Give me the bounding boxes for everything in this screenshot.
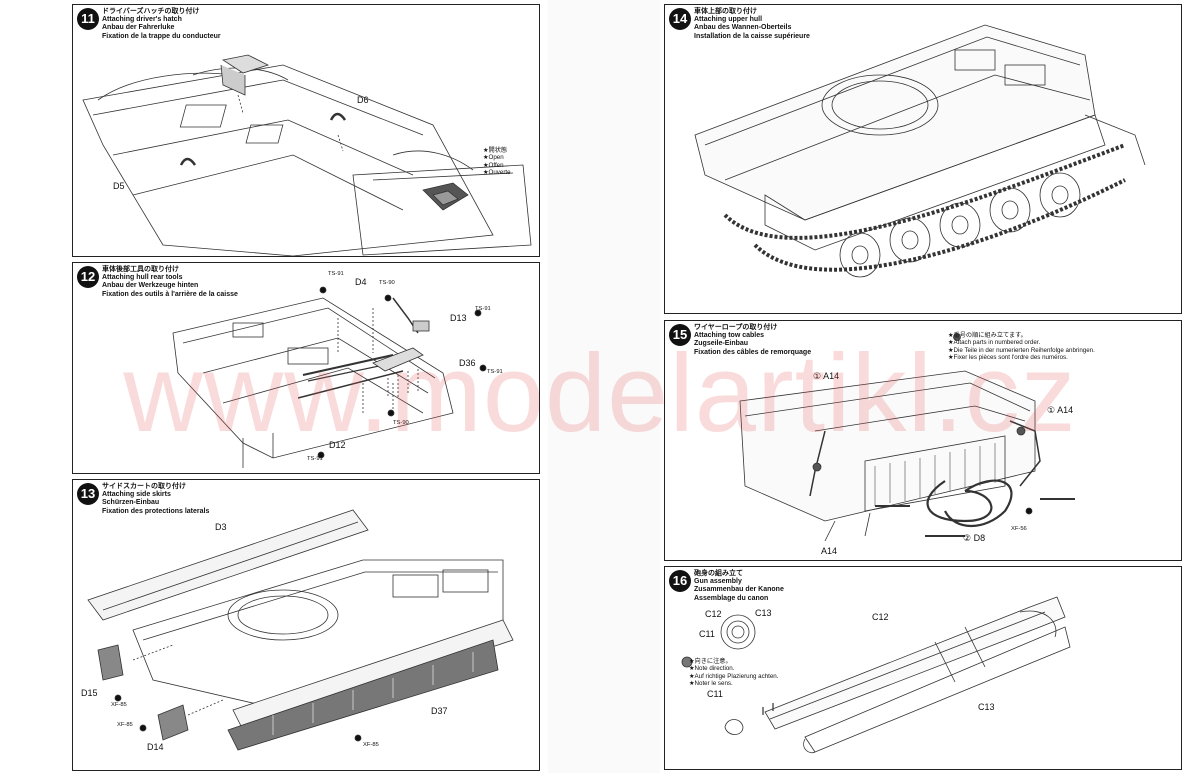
step-13-panel: 13 サイドスカートの取り付け Attaching side skirts Sc… bbox=[72, 479, 540, 771]
step-15-header: 15 ワイヤーロープの取り付け Attaching tow cables Zug… bbox=[669, 324, 811, 357]
step-number-badge: 15 bbox=[669, 324, 691, 346]
part-label-ts91-2: TS-91 bbox=[475, 306, 491, 312]
step-12-header: 12 車体後部工具の取り付け Attaching hull rear tools… bbox=[77, 266, 238, 299]
title-jp: ドライバーズハッチの取り付け bbox=[102, 8, 200, 15]
step-number-badge: 14 bbox=[669, 8, 691, 30]
step-12-hull-drawing bbox=[172, 286, 487, 468]
step-14-hull-drawing bbox=[694, 24, 1146, 278]
step-11-titles: ドライバーズハッチの取り付け Attaching driver's hatch … bbox=[102, 8, 221, 41]
title-de: Anbau des Wannen-Oberteils bbox=[694, 24, 792, 32]
part-label-d13: D13 bbox=[450, 313, 467, 323]
part-label-d36: D36 bbox=[459, 358, 476, 368]
part-label-d5: D5 bbox=[113, 181, 125, 191]
step-15-panel: 15 ワイヤーロープの取り付け Attaching tow cables Zug… bbox=[664, 320, 1182, 561]
part-label-c12-2: C12 bbox=[872, 612, 889, 622]
step-13-titles: サイドスカートの取り付け Attaching side skirts Schür… bbox=[102, 483, 209, 516]
part-label-a14-1: ① A14 bbox=[813, 371, 840, 381]
step-11-panel: 11 ドライバーズハッチの取り付け Attaching driver's hat… bbox=[72, 4, 540, 257]
step-16-titles: 砲身の組み立て Gun assembly Zusammenbau der Kan… bbox=[694, 570, 784, 603]
title-fr: Fixation des protections laterals bbox=[102, 507, 210, 515]
title-jp: 車体後部工具の取り付け bbox=[102, 266, 179, 273]
step-15-titles: ワイヤーロープの取り付け Attaching tow cables Zugsei… bbox=[694, 324, 811, 357]
part-label-d4: D4 bbox=[355, 277, 367, 287]
title-jp: 車体上部の取り付け bbox=[694, 8, 757, 15]
part-label-a14-2: ① A14 bbox=[1047, 405, 1074, 415]
part-label-ts91-3: TS-91 bbox=[487, 369, 503, 375]
title-jp: ワイヤーロープの取り付け bbox=[694, 324, 778, 331]
title-en: Gun assembly bbox=[694, 578, 742, 586]
title-jp: サイドスカートの取り付け bbox=[102, 483, 186, 490]
step-number-badge: 13 bbox=[77, 483, 99, 505]
step-14-titles: 車体上部の取り付け Attaching upper hull Anbau des… bbox=[694, 8, 810, 41]
title-jp: 砲身の組み立て bbox=[694, 570, 743, 577]
title-en: Attaching tow cables bbox=[694, 332, 765, 340]
step-12-titles: 車体後部工具の取り付け Attaching hull rear tools An… bbox=[102, 266, 238, 299]
title-en: Attaching upper hull bbox=[694, 16, 763, 24]
title-fr: Fixation de la trappe du conducteur bbox=[102, 32, 221, 40]
title-fr: Fixation des outils à l'arrière de la ca… bbox=[102, 290, 238, 298]
step-14-header: 14 車体上部の取り付け Attaching upper hull Anbau … bbox=[669, 8, 810, 41]
step-16-panel: 16 砲身の組み立て Gun assembly Zusammenbau der … bbox=[664, 566, 1182, 770]
title-en: Attaching side skirts bbox=[102, 491, 171, 499]
title-de: Anbau der Werkzeuge hinten bbox=[102, 282, 199, 290]
step-14-panel: 14 車体上部の取り付け Attaching upper hull Anbau … bbox=[664, 4, 1182, 314]
part-label-c13-1: C13 bbox=[755, 608, 772, 618]
part-label-c11-1: C11 bbox=[699, 629, 715, 639]
part-label-d37: D37 bbox=[431, 706, 448, 716]
step-number-badge: 16 bbox=[669, 570, 691, 592]
part-label-c12-1: C12 bbox=[705, 609, 722, 619]
step-15-order-note: ★番号の順に組み立てます。 ★Attach parts in numbered … bbox=[948, 332, 1095, 362]
step-16-gun-drawing bbox=[681, 596, 1071, 754]
part-label-d8: ② D8 bbox=[963, 533, 986, 543]
page-gap bbox=[548, 0, 660, 773]
part-label-xf85-2: XF-85 bbox=[117, 722, 133, 728]
part-label-d3: D3 bbox=[215, 522, 227, 532]
step-16-header: 16 砲身の組み立て Gun assembly Zusammenbau der … bbox=[669, 570, 784, 603]
part-label-d15: D15 bbox=[81, 688, 98, 698]
step-12-panel: 12 車体後部工具の取り付け Attaching hull rear tools… bbox=[72, 262, 540, 474]
part-label-a14-3: A14 bbox=[821, 546, 838, 556]
step-15-hull-drawing bbox=[739, 333, 1075, 542]
part-label-xf85-3: XF-85 bbox=[363, 742, 379, 748]
part-label-ts90-2: TS-90 bbox=[393, 420, 409, 426]
part-label-d6: D6 bbox=[357, 95, 369, 105]
step-16-direction-note: ★向きに注意。 ★Note direction. ★Auf richtige P… bbox=[689, 658, 779, 688]
title-en: Attaching hull rear tools bbox=[102, 274, 183, 282]
part-label-xf56: XF-56 bbox=[1011, 526, 1027, 532]
part-label-xf85-1: XF-85 bbox=[111, 702, 127, 708]
step-11-hull-drawing bbox=[82, 54, 532, 256]
part-label-ts90-1: TS-90 bbox=[379, 280, 395, 286]
step-number-badge: 12 bbox=[77, 266, 99, 288]
step-13-header: 13 サイドスカートの取り付け Attaching side skirts Sc… bbox=[77, 483, 209, 516]
title-de: Zugseile-Einbau bbox=[694, 340, 749, 348]
part-label-c11-2: C11 bbox=[707, 689, 723, 699]
part-label-ts91-1: TS-91 bbox=[328, 271, 344, 277]
title-fr: Assemblage du canon bbox=[694, 594, 769, 602]
part-label-d12: D12 bbox=[329, 440, 346, 450]
part-label-c13-2: C13 bbox=[978, 702, 995, 712]
step-number-badge: 11 bbox=[77, 8, 99, 30]
title-fr: Fixation des câbles de remorquage bbox=[694, 348, 812, 356]
title-de: Anbau der Fahrerluke bbox=[102, 24, 175, 32]
title-en: Attaching driver's hatch bbox=[102, 16, 182, 24]
step-13-hull-drawing bbox=[87, 509, 514, 751]
step-11-open-note: ★開状態 ★Open ★Offen ★Ouverte bbox=[483, 147, 511, 177]
step-11-header: 11 ドライバーズハッチの取り付け Attaching driver's hat… bbox=[77, 8, 221, 41]
part-label-ts91-4: TS-91 bbox=[307, 456, 323, 462]
title-fr: Installation de la caisse supérieure bbox=[694, 32, 810, 40]
title-de: Schürzen-Einbau bbox=[102, 499, 160, 507]
title-de: Zusammenbau der Kanone bbox=[694, 586, 784, 594]
part-label-d14: D14 bbox=[147, 742, 164, 752]
